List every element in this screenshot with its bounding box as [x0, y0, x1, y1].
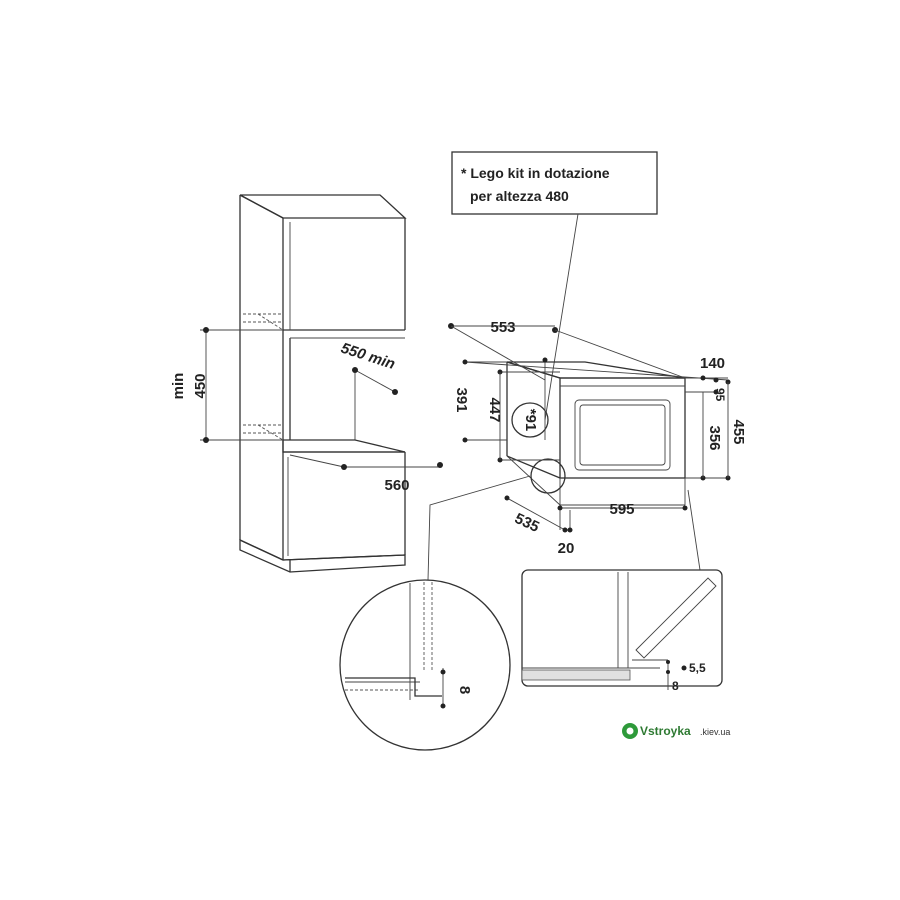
- cabinet-width-dimension: 560: [289, 454, 443, 494]
- dim-95: 95: [713, 388, 727, 402]
- dim-553: 553: [490, 319, 515, 336]
- note-line-2: per altezza 480: [470, 188, 569, 204]
- brand-domain: .kiev.ua: [700, 727, 730, 737]
- detail-left-dim-8: 8: [456, 686, 473, 694]
- brand-name: Vstroyka: [640, 724, 691, 738]
- cabinet-height-min-label: min: [170, 373, 187, 400]
- note-line-1: * Lego kit in dotazione: [461, 165, 610, 181]
- cabinet-depth-label: 550 min: [339, 340, 397, 373]
- dim-391: 391: [453, 387, 470, 412]
- cabinet-depth-dimension: 550 min: [339, 340, 398, 395]
- brand-logo: Vstroyka .kiev.ua: [622, 723, 730, 739]
- oven-dims-left: 391 447 *91: [453, 357, 560, 463]
- detail-circle-left: 8: [339, 579, 511, 751]
- detail-right-dim-8: 8: [672, 679, 679, 693]
- oven-dims-bottom: 595 535 20: [504, 495, 688, 557]
- detail-leader-lines: [427, 475, 701, 581]
- cabinet-height-label: 450: [192, 373, 209, 398]
- note-box: * Lego kit in dotazione per altezza 480: [451, 151, 658, 421]
- dim-535: 535: [512, 510, 542, 536]
- dim-455: 455: [730, 419, 747, 444]
- dim-20: 20: [558, 540, 575, 557]
- dim-140: 140: [700, 355, 725, 372]
- cabinet-width-label: 560: [384, 477, 409, 494]
- dim-595: 595: [609, 501, 634, 518]
- detail-box-right: 5,5 8: [521, 569, 723, 693]
- detail-right-dim-5-5: 5,5: [689, 661, 706, 675]
- oven-dims-right: 140 95 356 455: [464, 355, 747, 481]
- oven-depth-553-dimension: 553: [448, 319, 686, 381]
- dim-356: 356: [706, 425, 723, 450]
- label-91: *91: [522, 409, 539, 432]
- cabinet-column: [239, 194, 407, 573]
- oven-body: [506, 361, 686, 510]
- dim-447: 447: [486, 397, 503, 422]
- cabinet-height-dimension: 450 min: [170, 327, 283, 443]
